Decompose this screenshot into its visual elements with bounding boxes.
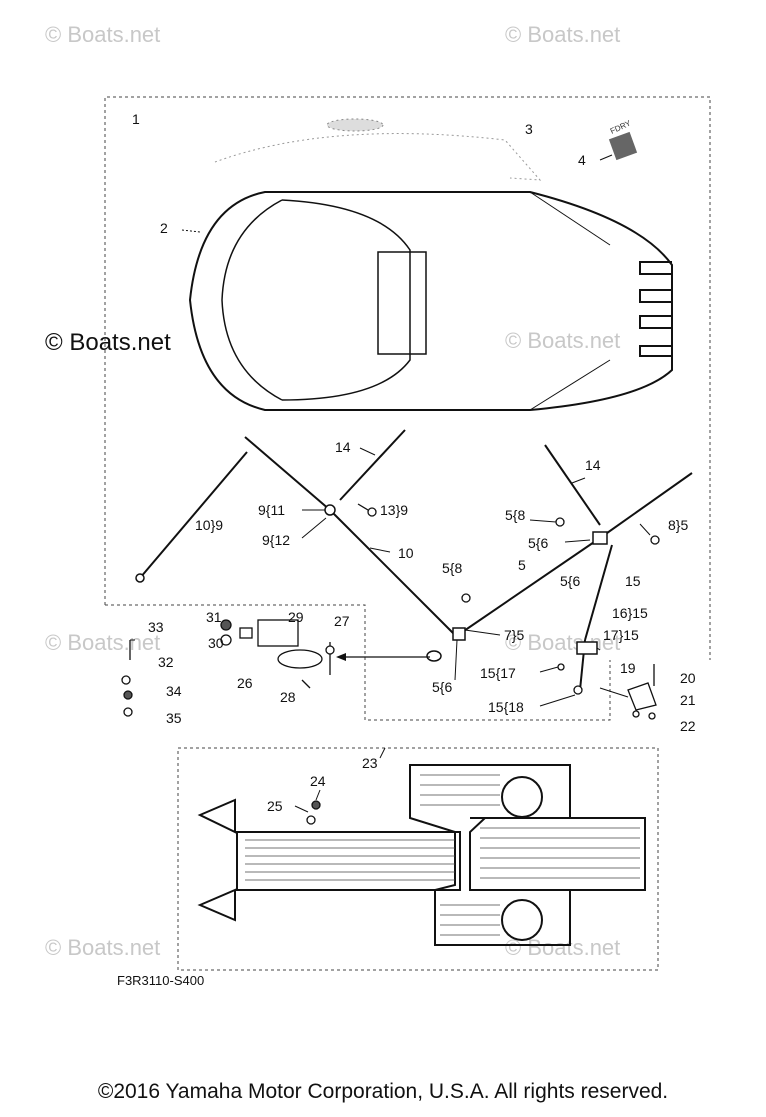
frame-poles bbox=[139, 429, 693, 691]
callout-25: 25 bbox=[267, 798, 283, 814]
callout-5-8b: 5{8 bbox=[442, 560, 462, 576]
callout-9-12: 9{12 bbox=[262, 532, 290, 548]
callout-5-8a: 5{8 bbox=[505, 507, 525, 523]
watermark: © Boats.net bbox=[505, 630, 620, 655]
mat-grooves bbox=[245, 774, 640, 936]
callout-28: 28 bbox=[280, 689, 296, 705]
callout-4: 4 bbox=[578, 152, 586, 168]
callout-34: 34 bbox=[166, 683, 182, 699]
figure-code: F3R3110-S400 bbox=[117, 973, 204, 988]
watermark: © Boats.net bbox=[45, 630, 160, 655]
floor-mat bbox=[197, 764, 646, 946]
callout-7-5: 7}5 bbox=[504, 627, 524, 643]
callout-10-9: 10}9 bbox=[195, 517, 223, 533]
label-sticker: FDRY bbox=[609, 118, 638, 161]
callout-2: 2 bbox=[160, 220, 168, 236]
hardware-parts bbox=[121, 503, 660, 825]
callout-16-15: 16}15 bbox=[612, 605, 648, 621]
watermark: © Boats.net bbox=[505, 22, 620, 47]
callout-15: 15 bbox=[625, 573, 641, 589]
callout-5-6b: 5{6 bbox=[560, 573, 580, 589]
group-boundary-mat bbox=[177, 747, 659, 971]
callout-22: 22 bbox=[680, 718, 696, 734]
callout-33: 33 bbox=[148, 619, 164, 635]
callout-8-5: 8}5 bbox=[668, 517, 688, 533]
pointer-arrow bbox=[336, 653, 430, 661]
watermark: © Boats.net bbox=[45, 329, 171, 356]
copyright-notice: ©2016 Yamaha Motor Corporation, U.S.A. A… bbox=[97, 1080, 669, 1103]
callout-13-9: 13}9 bbox=[380, 502, 408, 518]
callout-1: 1 bbox=[132, 111, 140, 127]
callout-9-11: 9{11 bbox=[258, 502, 285, 518]
callout-26: 26 bbox=[237, 675, 253, 691]
callout-5-6a: 5{6 bbox=[528, 535, 548, 551]
callout-21: 21 bbox=[680, 692, 696, 708]
callout-23: 23 bbox=[362, 755, 378, 771]
watermark: © Boats.net bbox=[505, 328, 620, 353]
callout-labels: 1 3 4 2 14 14 9{11 13}9 5{8 8}5 10}9 9{1… bbox=[132, 111, 696, 814]
watermark: © Boats.net bbox=[45, 22, 160, 47]
callout-35: 35 bbox=[166, 710, 182, 726]
callout-10: 10 bbox=[398, 545, 414, 561]
leader-lines bbox=[130, 154, 651, 813]
callout-14a: 14 bbox=[335, 439, 351, 455]
callout-19: 19 bbox=[620, 660, 636, 676]
callout-30: 30 bbox=[208, 635, 224, 651]
boat-cover bbox=[188, 191, 673, 411]
callout-15-18: 15{18 bbox=[488, 699, 524, 715]
watermark: © Boats.net bbox=[45, 935, 160, 960]
group-boundary-cover bbox=[104, 96, 711, 721]
callout-14b: 14 bbox=[585, 457, 601, 473]
callout-24: 24 bbox=[310, 773, 326, 789]
cover-top-strip bbox=[214, 118, 542, 181]
callout-3: 3 bbox=[525, 121, 533, 137]
callout-29: 29 bbox=[288, 609, 304, 625]
callout-17-15: 17}15 bbox=[603, 627, 639, 643]
callout-5: 5 bbox=[518, 557, 526, 573]
watermark: © Boats.net bbox=[505, 935, 620, 960]
callout-31: 31 bbox=[206, 609, 222, 625]
callout-15-17: 15{17 bbox=[480, 665, 516, 681]
callout-32: 32 bbox=[158, 654, 174, 670]
callout-5-6c: 5{6 bbox=[432, 679, 452, 695]
callout-20: 20 bbox=[680, 670, 696, 686]
callout-27: 27 bbox=[334, 613, 350, 629]
